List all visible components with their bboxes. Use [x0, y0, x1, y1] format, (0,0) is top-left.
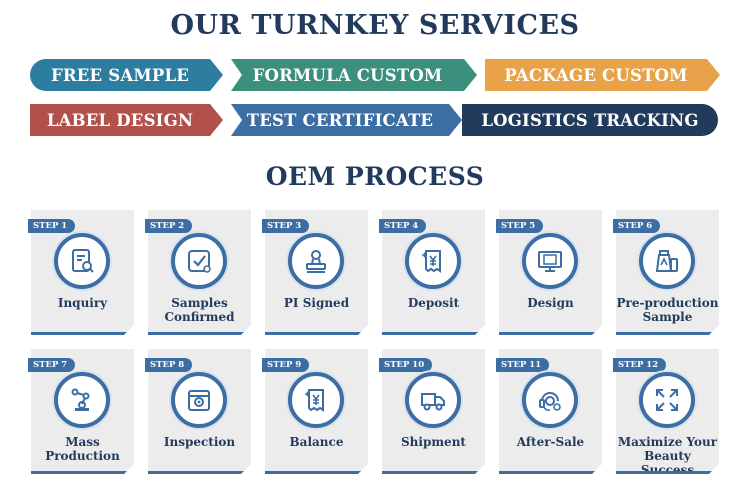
step-card-7[interactable]: STEP 7 Mass Production [28, 349, 134, 474]
card-corner [709, 325, 719, 335]
card-corner [475, 325, 485, 335]
step-badge: STEP 9 [262, 358, 310, 372]
step-icon-circle [54, 372, 110, 428]
step-badge: STEP 6 [613, 219, 661, 233]
step-label: Design [527, 296, 574, 310]
step-badge: STEP 5 [496, 219, 544, 233]
step-label: Samples Confirmed [164, 296, 235, 324]
step-badge: STEP 12 [613, 358, 667, 372]
card-bottom-bar [265, 471, 368, 474]
step-label: Mass Production [45, 435, 120, 463]
step-badge: STEP 8 [145, 358, 193, 372]
card-corner [241, 464, 251, 474]
step-icon-circle [288, 233, 344, 289]
card-bottom-bar [616, 471, 719, 474]
service-label-design[interactable]: LABEL DESIGN [30, 104, 223, 136]
step-card-1[interactable]: STEP 1 Inquiry [28, 210, 134, 335]
bottle-sample-icon [655, 250, 678, 272]
inquiry-document-icon [72, 249, 94, 273]
step-label: Deposit [407, 296, 460, 310]
step-card-2[interactable]: STEP 2 Samples Confirmed [145, 210, 251, 335]
card-bottom-bar [148, 471, 251, 474]
card-corner [709, 464, 719, 474]
service-logistics-tracking[interactable]: LOGISTICS TRACKING [462, 104, 718, 136]
step-card-6[interactable]: STEP 6 Pre-production Sample [613, 210, 719, 335]
service-label: LOGISTICS TRACKING [481, 110, 699, 130]
card-bottom-bar [265, 332, 368, 335]
step-icon-circle [405, 233, 461, 289]
card-bottom-bar [499, 471, 602, 474]
step-icon-circle [639, 372, 695, 428]
step-card-11[interactable]: STEP 11 After-Sale [496, 349, 602, 474]
service-free-sample[interactable]: FREE SAMPLE [30, 59, 223, 91]
step-label: After-Sale [516, 435, 585, 449]
card-bottom-bar [148, 332, 251, 335]
card-corner [592, 464, 602, 474]
service-label: TEST CERTIFICATE [246, 110, 434, 130]
step-icon-circle [54, 233, 110, 289]
card-bottom-bar [616, 332, 719, 335]
step-card-9[interactable]: STEP 9 Balance [262, 349, 368, 474]
step-icon-circle [639, 233, 695, 289]
step-badge: STEP 4 [379, 219, 427, 233]
support-headset-icon [539, 392, 561, 411]
card-bottom-bar [31, 471, 134, 474]
card-corner [475, 464, 485, 474]
service-label: PACKAGE CUSTOM [504, 65, 688, 85]
oem-title: OEM PROCESS [265, 162, 485, 191]
step-badge: STEP 1 [28, 219, 76, 233]
service-label: LABEL DESIGN [46, 110, 194, 130]
monitor-design-icon [538, 251, 562, 272]
yen-receipt-icon [305, 389, 324, 412]
service-formula-custom[interactable]: FORMULA CUSTOM [231, 59, 477, 91]
card-bottom-bar [499, 332, 602, 335]
step-label: Inspection [163, 435, 236, 449]
turnkey-title: OUR TURNKEY SERVICES [170, 10, 580, 41]
service-label: FORMULA CUSTOM [252, 65, 443, 85]
card-corner [358, 325, 368, 335]
step-icon-circle [288, 372, 344, 428]
step-badge: STEP 11 [496, 358, 550, 372]
step-card-8[interactable]: STEP 8 Inspection [145, 349, 251, 474]
card-bottom-bar [382, 471, 485, 474]
card-bottom-bar [31, 332, 134, 335]
card-corner [241, 325, 251, 335]
step-badge: STEP 10 [379, 358, 433, 372]
step-label: Balance [289, 435, 344, 449]
card-corner [124, 325, 134, 335]
step-icon-circle [522, 233, 578, 289]
step-icon-circle [171, 233, 227, 289]
step-label: Pre-production Sample [616, 296, 719, 324]
step-label: PI Signed [283, 296, 350, 310]
expand-arrows-icon [656, 389, 678, 411]
step-card-5[interactable]: STEP 5 Design [496, 210, 602, 335]
card-bottom-bar [382, 332, 485, 335]
step-card-10[interactable]: STEP 10 Shipment [379, 349, 485, 474]
robot-arm-icon [71, 388, 90, 411]
step-badge: STEP 2 [145, 219, 193, 233]
step-icon-circle [171, 372, 227, 428]
step-icon-circle [522, 372, 578, 428]
step-badge: STEP 3 [262, 219, 310, 233]
step-icon-circle [405, 372, 461, 428]
service-test-certificate[interactable]: TEST CERTIFICATE [231, 104, 462, 136]
inspection-box-icon [188, 390, 210, 411]
card-corner [592, 325, 602, 335]
step-card-3[interactable]: STEP 3 PI Signed [262, 210, 368, 335]
step-label: Inquiry [57, 296, 108, 310]
step-card-4[interactable]: STEP 4 Deposit [379, 210, 485, 335]
stamp-icon [306, 250, 326, 273]
step-label: Shipment [401, 435, 466, 449]
service-label: FREE SAMPLE [50, 65, 190, 85]
truck-icon [421, 393, 445, 411]
step-badge: STEP 7 [28, 358, 76, 372]
checkbox-icon [188, 250, 211, 273]
service-package-custom[interactable]: PACKAGE CUSTOM [485, 59, 720, 91]
card-corner [124, 464, 134, 474]
card-corner [358, 464, 368, 474]
yen-receipt-icon [422, 250, 441, 273]
